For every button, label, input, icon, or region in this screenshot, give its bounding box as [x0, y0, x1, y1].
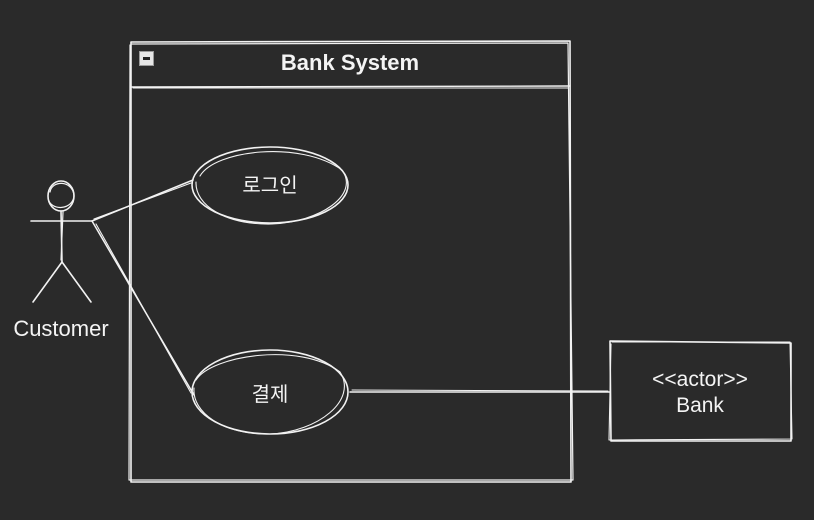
customer-actor-icon[interactable]: [30, 180, 93, 303]
use-case-login-ellipse[interactable]: [191, 146, 349, 225]
association-payment-bank: [349, 389, 611, 393]
customer-actor-label: Customer: [13, 316, 109, 341]
bank-actor-label: <<actor>> Bank: [610, 367, 790, 419]
use-case-login-label: 로그인: [242, 173, 298, 197]
collapse-icon[interactable]: [139, 51, 154, 66]
use-case-payment-label: 결제: [251, 382, 289, 406]
use-case-payment-ellipse[interactable]: [191, 349, 349, 435]
association-customer-payment: [91, 220, 195, 396]
bank-name-label: Bank: [676, 394, 724, 417]
system-title: Bank System: [280, 50, 420, 75]
association-customer-login: [91, 179, 194, 222]
system-boundary[interactable]: [128, 40, 574, 483]
bank-actor-box[interactable]: [608, 340, 793, 442]
bank-stereotype-label: <<actor>>: [652, 368, 748, 391]
